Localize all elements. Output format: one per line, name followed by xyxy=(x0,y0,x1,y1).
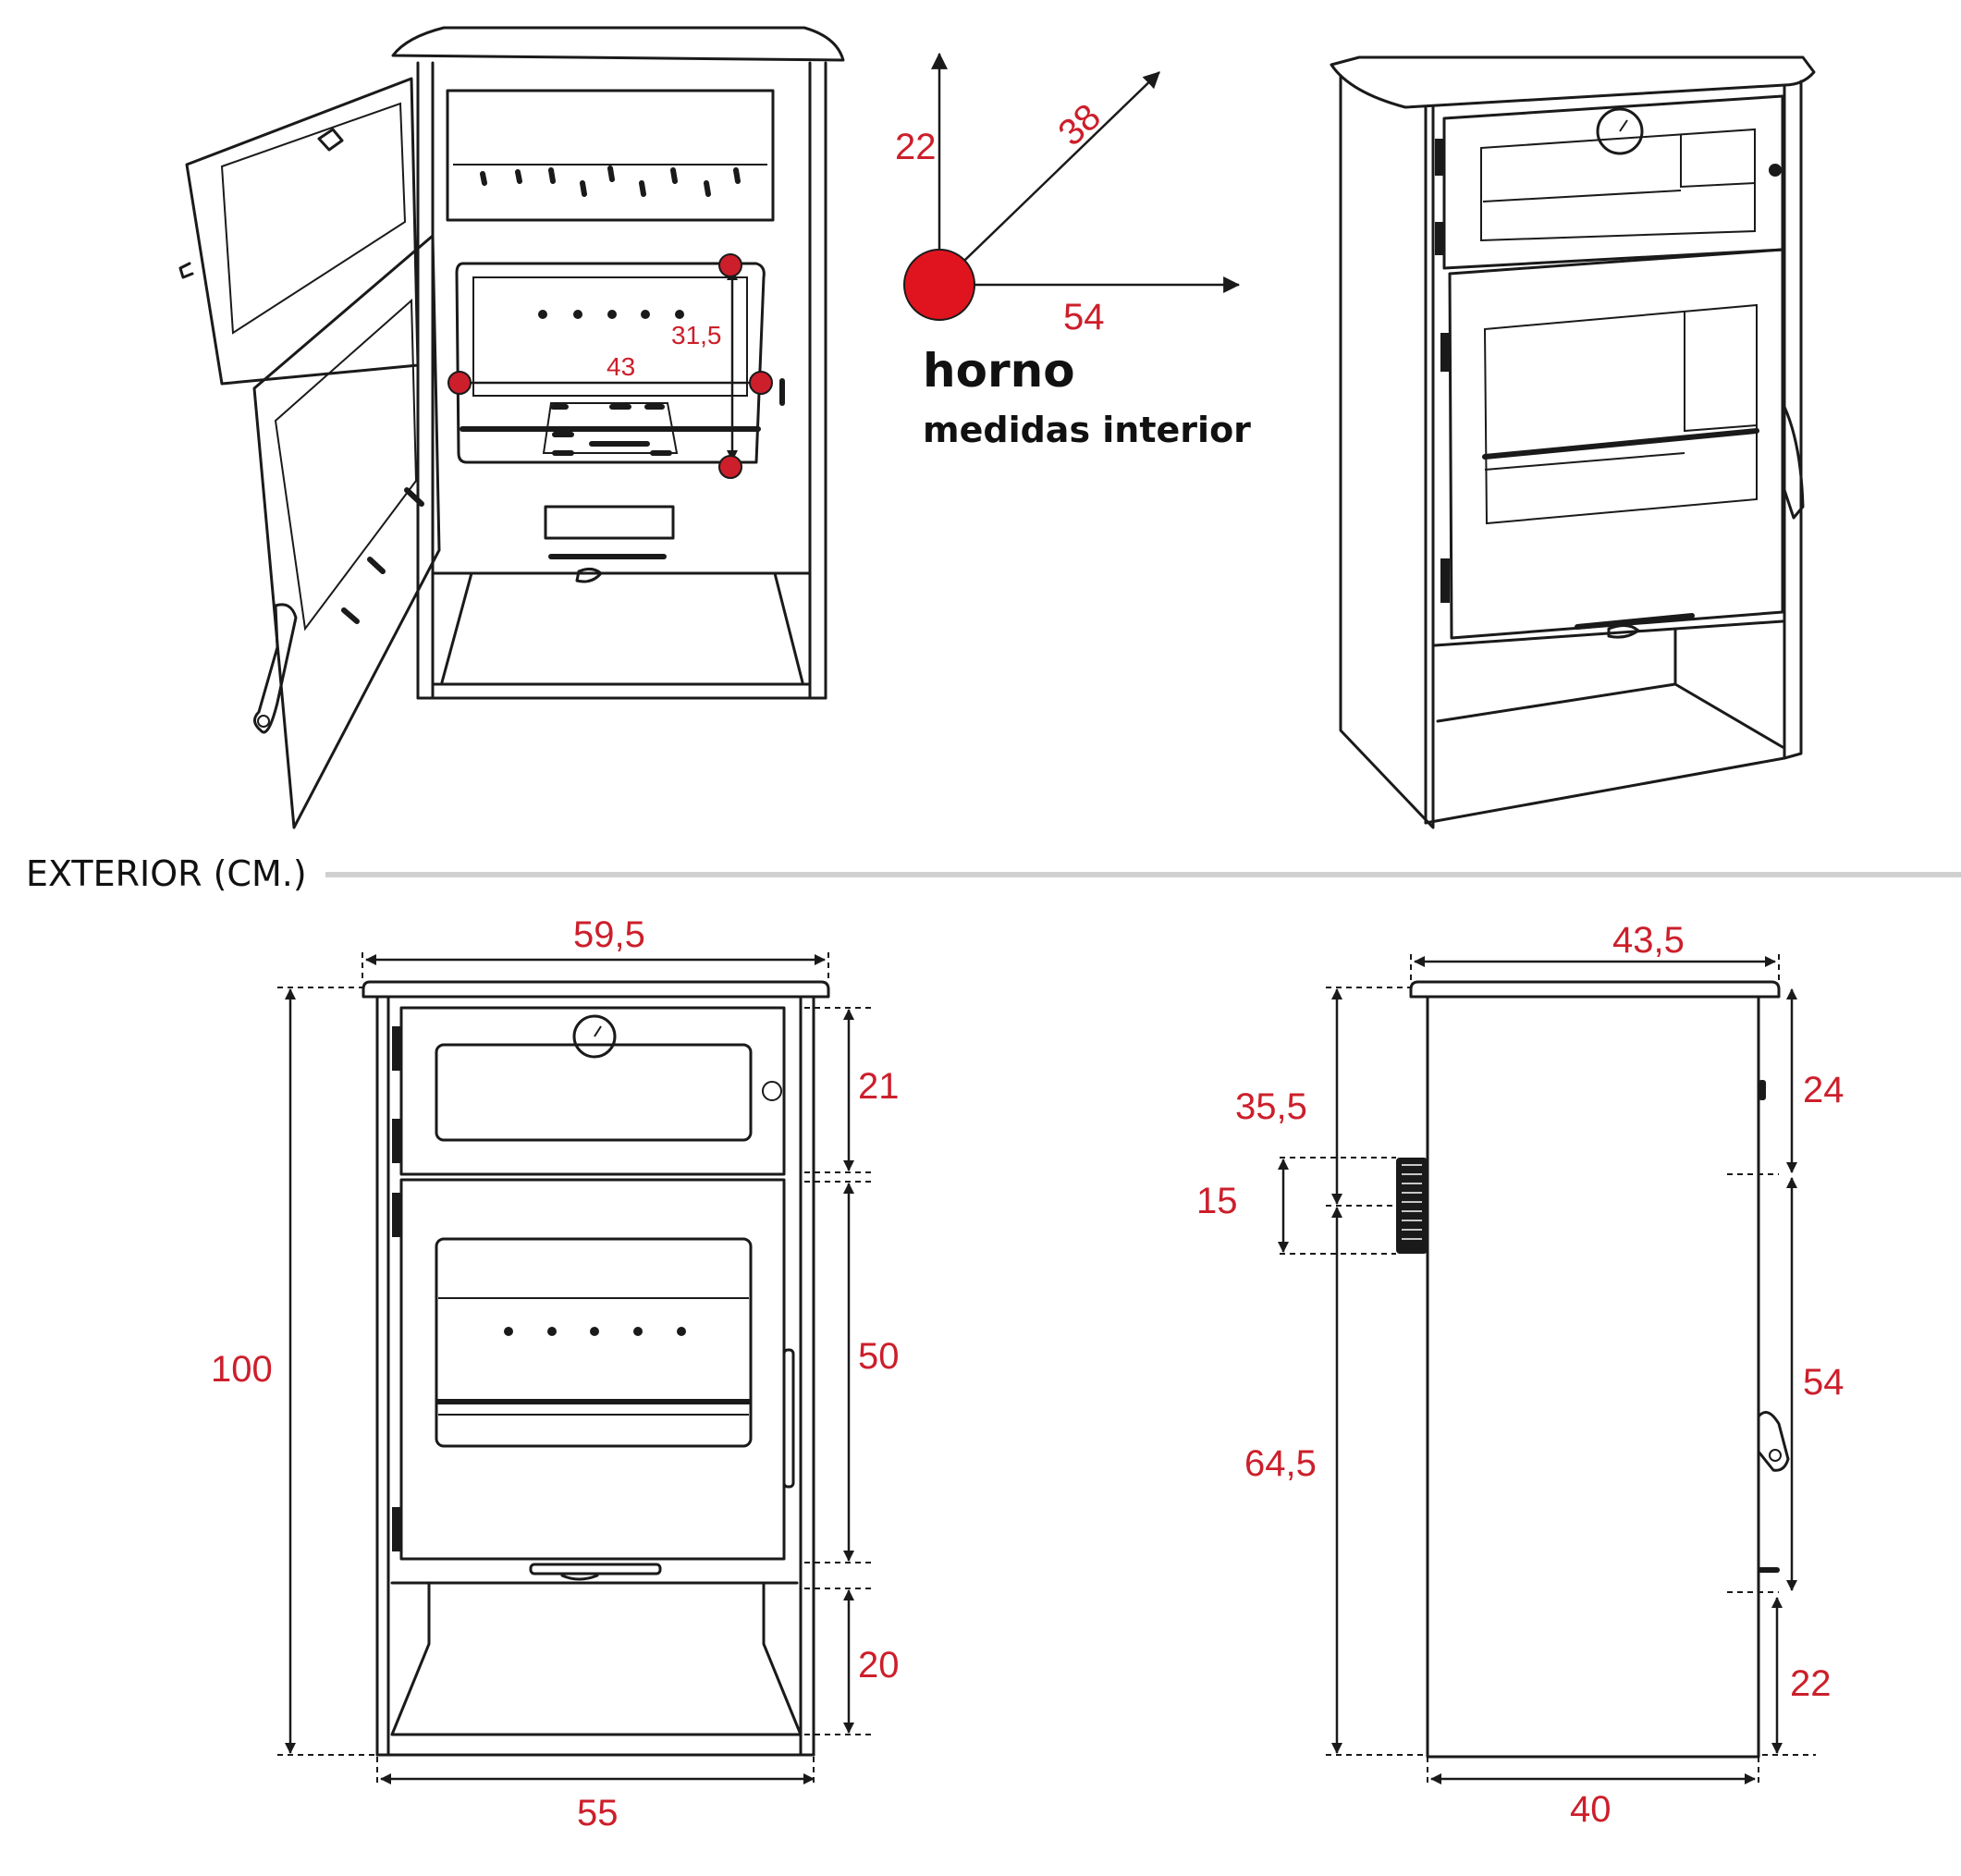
front-wood-store-height: 20 xyxy=(858,1645,900,1686)
measure-dot-left xyxy=(447,371,472,395)
measure-dot-bottom xyxy=(718,455,742,479)
legend-axis-height: 22 xyxy=(895,127,937,167)
firebox-vent-holes xyxy=(538,310,684,319)
side-base-depth: 40 xyxy=(1570,1789,1612,1830)
side-lower-height: 64,5 xyxy=(1244,1443,1317,1484)
side-upper-height: 35,5 xyxy=(1235,1086,1307,1127)
legend-title: horno xyxy=(923,344,1075,398)
front-oven-door-height: 21 xyxy=(858,1066,900,1107)
front-top-width: 59,5 xyxy=(573,914,645,955)
oven-interior-dimensions: 31,5 43 xyxy=(447,253,773,479)
front-fire-door-height: 50 xyxy=(858,1336,900,1377)
legend-origin-dot xyxy=(903,249,975,321)
front-dimensions: 59,5 100 21 50 20 55 xyxy=(211,914,900,1833)
side-firebox-height: 54 xyxy=(1803,1362,1845,1403)
front-base-width: 55 xyxy=(577,1793,619,1833)
legend-axes: 22 38 54 horno medidas interior xyxy=(895,52,1251,450)
side-elevation xyxy=(1396,980,1790,1759)
legend-subtitle: medidas interior xyxy=(923,410,1251,450)
exterior-section-header: EXTERIOR (CM.) xyxy=(26,853,1961,894)
legend-axis-depth: 38 xyxy=(1050,96,1109,153)
front-elevation xyxy=(362,980,830,1757)
measure-dot-top xyxy=(718,253,742,277)
stove-open-view xyxy=(178,26,845,829)
legend-axis-width: 54 xyxy=(1063,297,1105,337)
section-label: EXTERIOR (CM.) xyxy=(26,853,307,894)
side-dimensions: 43,5 35,5 15 64,5 24 54 22 40 xyxy=(1196,920,1845,1830)
side-bottom-height: 22 xyxy=(1790,1663,1832,1704)
oven-rack-slots xyxy=(480,166,741,197)
side-flue-diameter: 15 xyxy=(1196,1181,1238,1221)
front-vent-holes xyxy=(504,1327,686,1336)
oven-interior-width-label: 43 xyxy=(607,352,635,381)
side-top-width: 43,5 xyxy=(1612,920,1685,961)
oven-interior-height-label: 31,5 xyxy=(671,321,722,349)
measure-dot-right xyxy=(749,371,773,395)
side-oven-height: 24 xyxy=(1803,1070,1845,1110)
stove-perspective-view xyxy=(1330,55,1816,829)
front-total-height: 100 xyxy=(211,1349,273,1390)
